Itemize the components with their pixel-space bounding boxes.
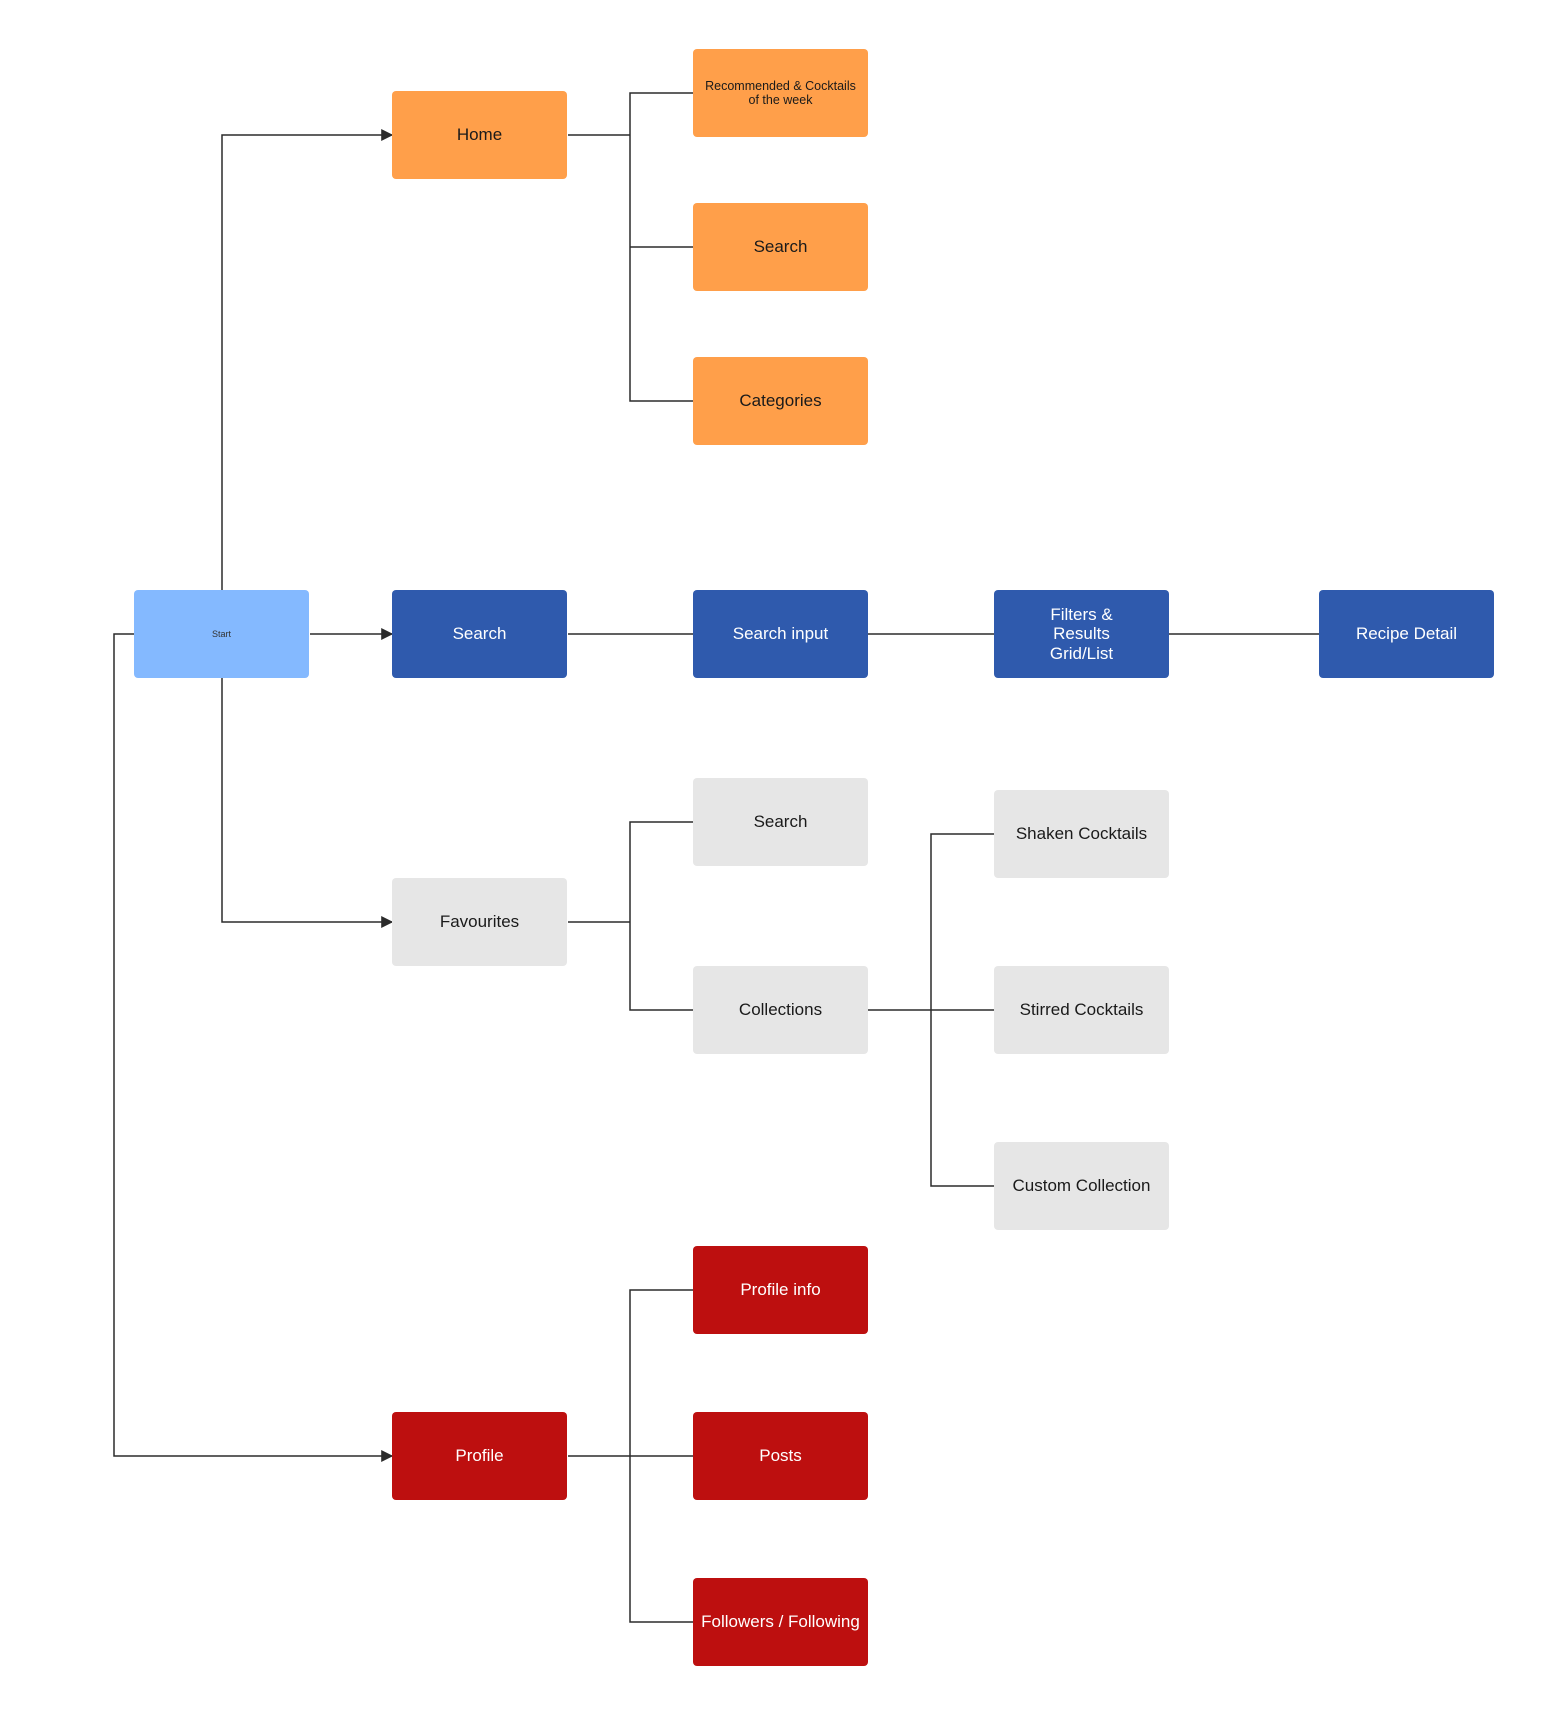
node-stirred-label: Stirred Cocktails (1019, 1000, 1144, 1020)
connector-home-children (568, 92, 693, 402)
node-fav-search[interactable]: Search (693, 778, 868, 866)
node-collections-label: Collections (738, 1000, 823, 1020)
node-recommended[interactable]: Recommended & Cocktails of the week (693, 49, 868, 137)
connector-profile-children (568, 1289, 693, 1623)
node-favourites-label: Favourites (439, 912, 520, 932)
node-home-search[interactable]: Search (693, 203, 868, 291)
node-custom-label: Custom Collection (1012, 1176, 1151, 1196)
node-profile-info[interactable]: Profile info (693, 1246, 868, 1334)
node-search-label: Search (452, 624, 507, 644)
node-start[interactable]: Start (134, 590, 309, 678)
node-search-input[interactable]: Search input (693, 590, 868, 678)
node-collections[interactable]: Collections (693, 966, 868, 1054)
node-home[interactable]: Home (392, 91, 567, 179)
node-search[interactable]: Search (392, 590, 567, 678)
node-stirred[interactable]: Stirred Cocktails (994, 966, 1169, 1054)
node-shaken-label: Shaken Cocktails (1015, 824, 1148, 844)
node-profile[interactable]: Profile (392, 1412, 567, 1500)
node-followers-label: Followers / Following (701, 1612, 860, 1632)
node-filters-results-label: Filters & Results Grid/List (1049, 604, 1114, 663)
node-profile-label: Profile (455, 1446, 504, 1466)
node-home-label: Home (456, 125, 503, 145)
connector-start-profile (113, 633, 394, 1462)
node-filters-results[interactable]: Filters & Results Grid/List (994, 590, 1169, 678)
node-posts-label: Posts (759, 1446, 802, 1466)
node-start-label: Start (211, 628, 231, 639)
node-favourites[interactable]: Favourites (392, 878, 567, 966)
node-categories-label: Categories (739, 391, 822, 411)
node-home-search-label: Search (753, 237, 808, 257)
connector-favourites-children (568, 821, 693, 1011)
connector-start-favourites (221, 678, 394, 928)
node-custom[interactable]: Custom Collection (994, 1142, 1169, 1230)
node-recipe-detail-label: Recipe Detail (1355, 624, 1458, 644)
node-fav-search-label: Search (753, 812, 808, 832)
node-recipe-detail[interactable]: Recipe Detail (1319, 590, 1494, 678)
node-shaken[interactable]: Shaken Cocktails (994, 790, 1169, 878)
node-search-input-label: Search input (732, 624, 829, 644)
node-followers[interactable]: Followers / Following (693, 1578, 868, 1666)
connector-start-home (221, 129, 394, 590)
node-categories[interactable]: Categories (693, 357, 868, 445)
node-recommended-label: Recommended & Cocktails of the week (705, 78, 856, 107)
node-profile-info-label: Profile info (740, 1280, 821, 1300)
connector-collections-children (868, 833, 994, 1187)
node-posts[interactable]: Posts (693, 1412, 868, 1500)
